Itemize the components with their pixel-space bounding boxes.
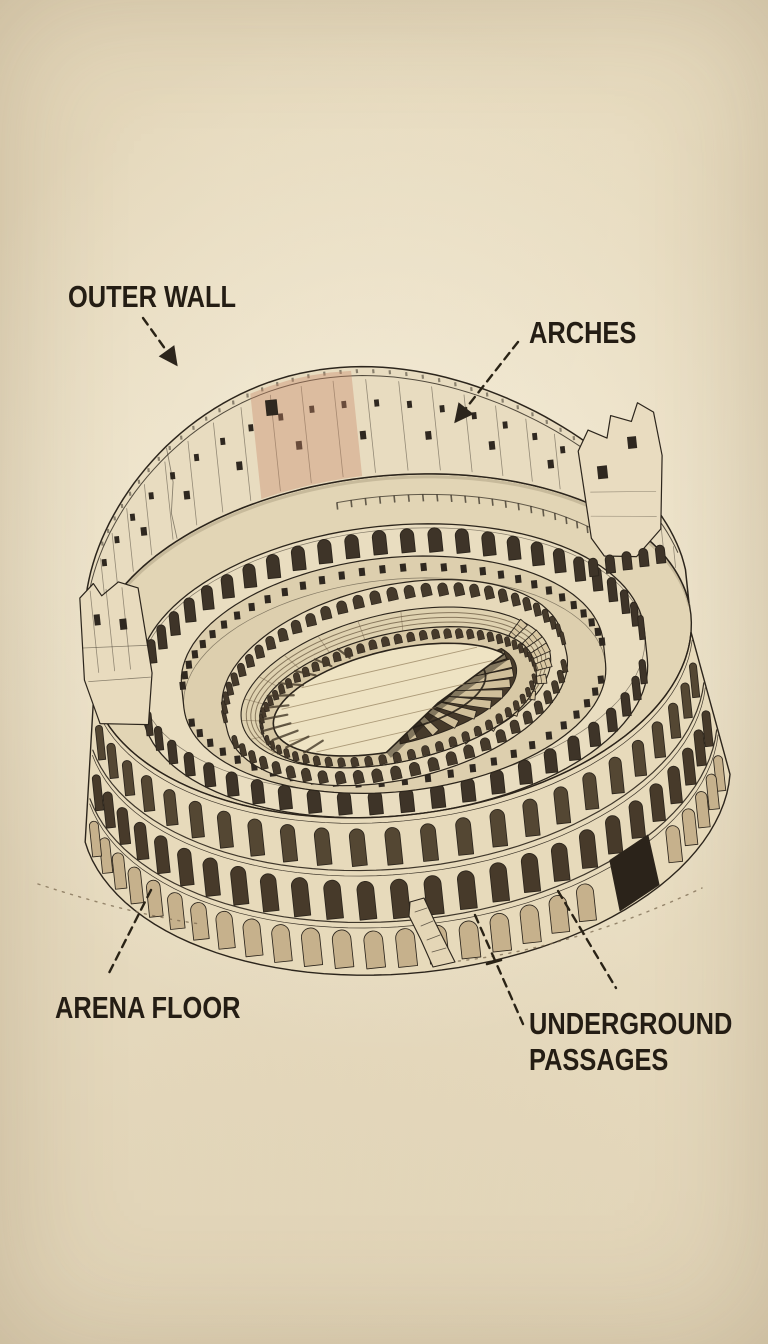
annotation-lines xyxy=(37,316,703,1026)
label-underground-passages: UNDERGROUND PASSAGES xyxy=(529,1006,732,1078)
ramp-steps xyxy=(414,907,447,953)
label-arches: ARCHES xyxy=(529,315,637,350)
arena-floor-leader-line xyxy=(105,888,153,979)
underground-leader-line-left xyxy=(473,913,525,1026)
arches-leader-line xyxy=(454,340,520,424)
leader-tick xyxy=(485,958,503,966)
underground-leader-line-right xyxy=(556,889,618,990)
ruined-stair-ramp xyxy=(408,897,456,968)
outer-wall-drawing xyxy=(83,365,690,667)
label-underground-line1: UNDERGROUND xyxy=(529,1006,733,1041)
label-outer-wall: OUTER WALL xyxy=(68,279,237,314)
ruin-fragments-drawing xyxy=(577,402,667,578)
facade-arcades-drawing xyxy=(79,581,731,976)
label-underground-line2: PASSAGES xyxy=(529,1042,669,1077)
outer-wall-leader-line xyxy=(141,316,178,367)
colosseum-drawing xyxy=(79,365,731,976)
label-arena-floor: ARENA FLOOR xyxy=(55,990,241,1025)
seating-bowl-and-arena-drawing xyxy=(220,578,569,787)
